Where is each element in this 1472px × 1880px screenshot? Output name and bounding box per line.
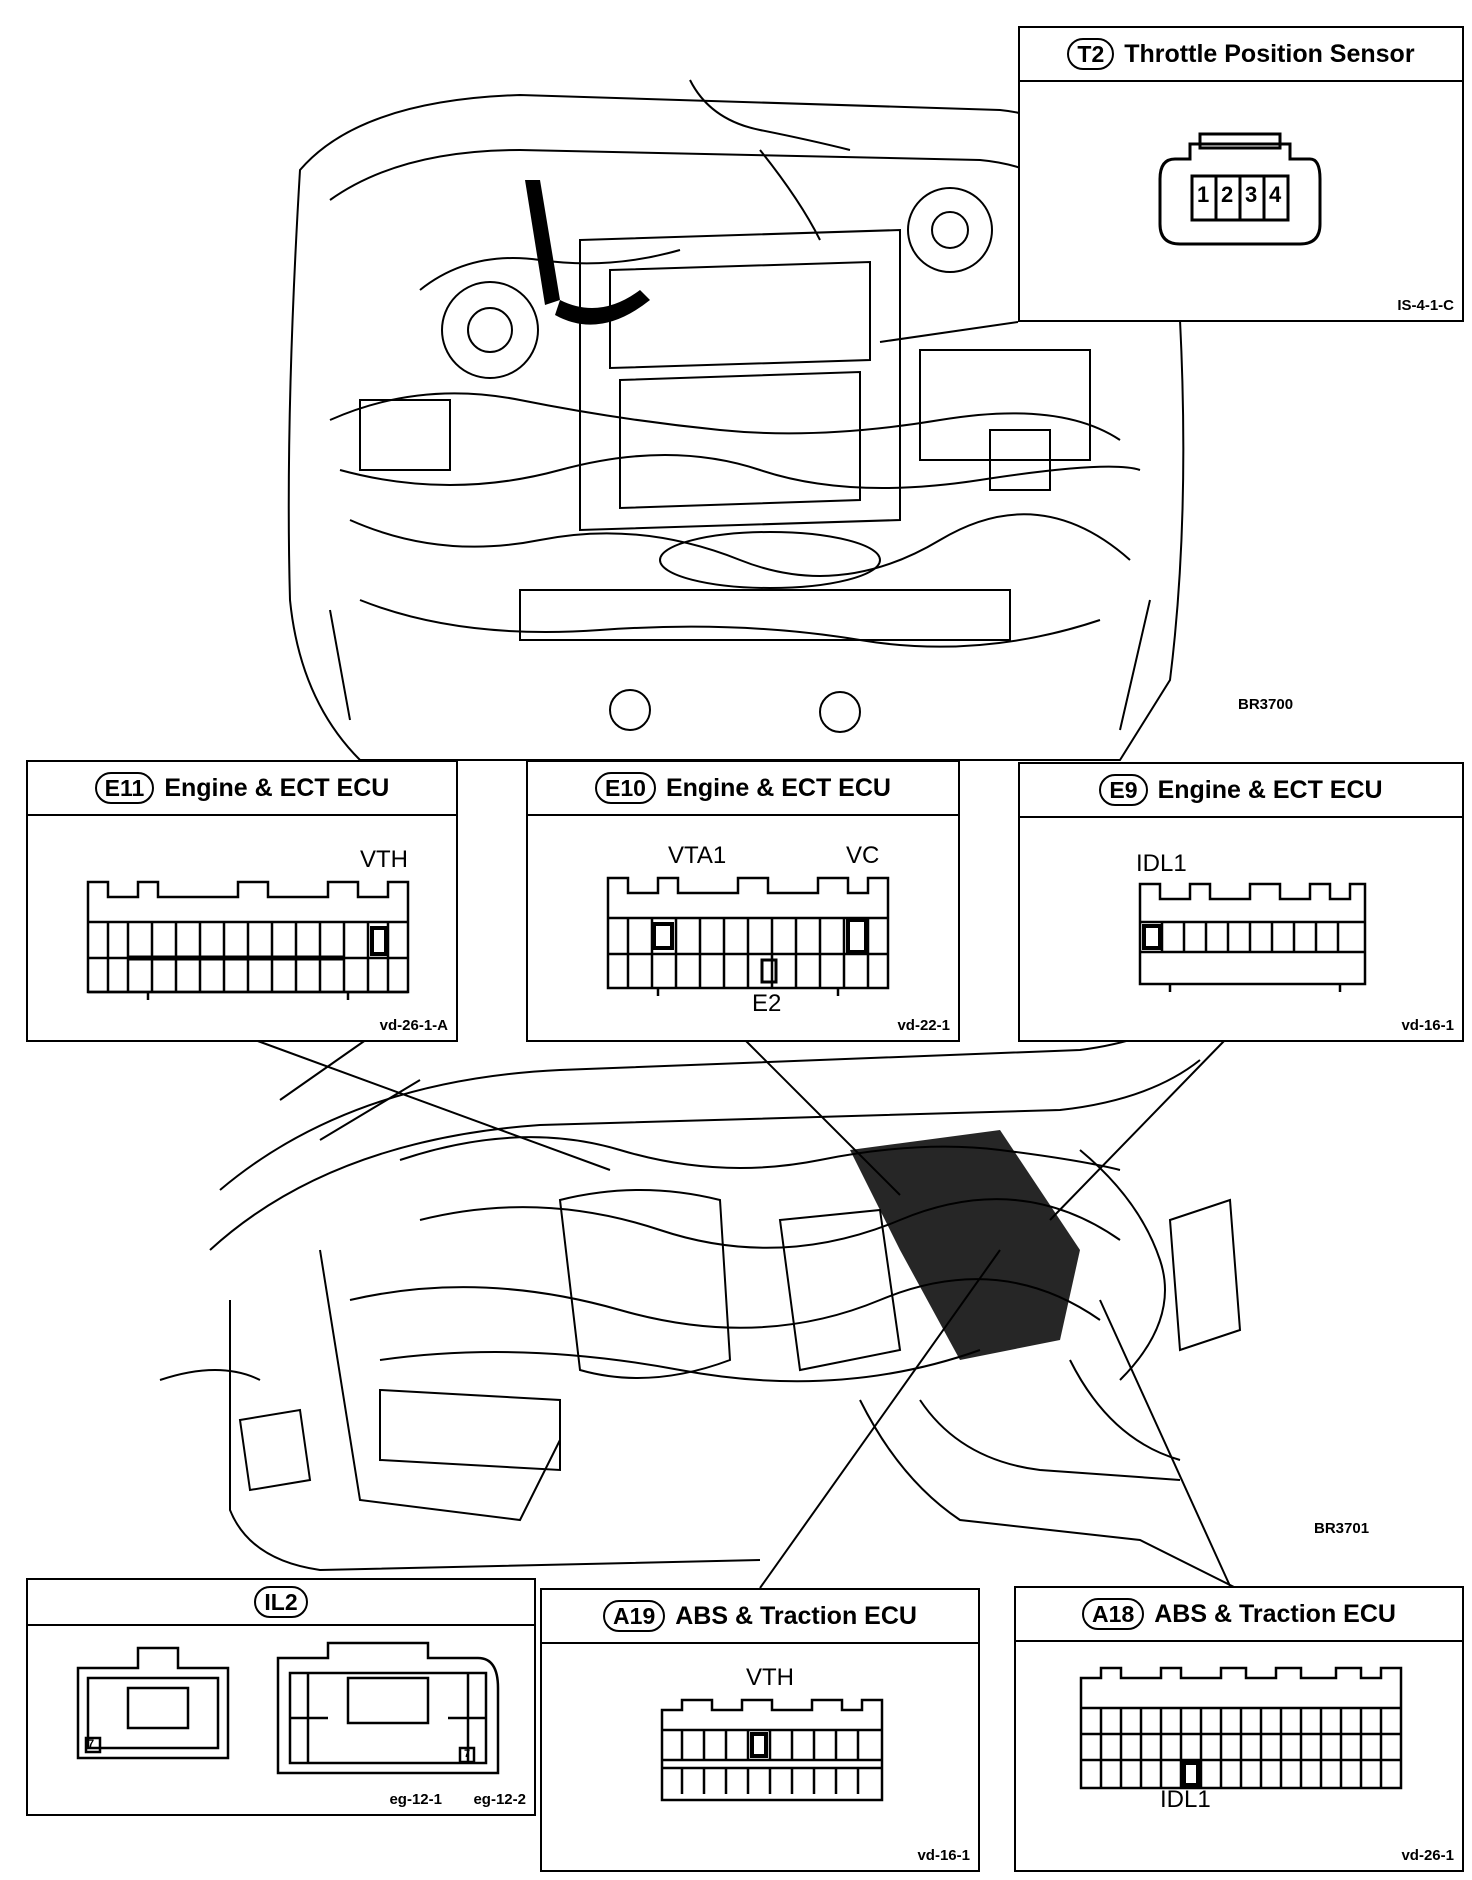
connector-box-e10: E10 Engine & ECT ECU VTA1 VC E2 vd-22-1: [526, 760, 960, 1042]
connector-code: A19: [603, 1600, 666, 1632]
pin-label-vth: VTH: [746, 1664, 794, 1691]
connector-header: A18 ABS & Traction ECU: [1016, 1588, 1462, 1642]
connector-ref-1: eg-12-1: [389, 1791, 442, 1808]
connector-name: Engine & ECT ECU: [164, 773, 390, 802]
leader-lines: [254, 321, 1231, 1589]
il2-connector-faces: [76, 1641, 500, 1775]
connector-header: E9 Engine & ECT ECU: [1020, 764, 1462, 818]
engine-bay-drawing: [287, 79, 1185, 761]
pin-label-vth: VTH: [360, 846, 408, 873]
connector-header: E11 Engine & ECT ECU: [28, 762, 456, 816]
il2-pin-mark-left: 7: [88, 1738, 95, 1750]
connector-header: IL2: [28, 1580, 534, 1626]
connector-ref: vd-16-1: [917, 1847, 970, 1864]
connector-code: T2: [1067, 38, 1115, 70]
t2-pin-1: 1: [1197, 182, 1210, 207]
connector-box-e9: E9 Engine & ECT ECU IDL1 vd-16-1: [1018, 762, 1464, 1042]
connector-ref: vd-26-1: [1401, 1847, 1454, 1864]
engine-harness-black: [525, 180, 650, 325]
t2-connector-face: [1158, 132, 1322, 246]
figure-code-top: BR3700: [1238, 696, 1294, 713]
t2-pin-2: 2: [1221, 182, 1234, 207]
connector-code: A18: [1082, 1598, 1145, 1630]
t2-pin-3: 3: [1245, 182, 1258, 207]
connector-box-il2: IL2 7 7 eg-12-1 eg-12-2: [26, 1578, 536, 1816]
dashboard-drawing: [159, 999, 1261, 1601]
pin-label-idl1: IDL1: [1160, 1786, 1211, 1813]
connector-box-t2: T2 Throttle Position Sensor 1 2 3 4 IS-4…: [1018, 26, 1464, 322]
connector-code: IL2: [254, 1586, 308, 1618]
connector-name: Engine & ECT ECU: [1157, 775, 1383, 804]
dash-harness-black: [850, 1130, 1080, 1360]
connector-box-e11: E11 Engine & ECT ECU VTH vd-26-1-A: [26, 760, 458, 1042]
connector-ref: vd-22-1: [897, 1017, 950, 1034]
figure-code-bottom: BR3701: [1314, 1520, 1370, 1537]
t2-pin-4: 4: [1269, 182, 1282, 207]
il2-pin-mark-right: 7: [464, 1748, 471, 1760]
pin-label-idl1: IDL1: [1136, 850, 1187, 877]
connector-name: ABS & Traction ECU: [675, 1601, 917, 1630]
e9-connector-face: [1138, 882, 1367, 992]
pin-label-vta1: VTA1: [668, 842, 727, 869]
pin-label-vc: VC: [846, 842, 880, 869]
connector-ref: IS-4-1-C: [1397, 297, 1454, 314]
connector-name: Throttle Position Sensor: [1124, 39, 1415, 68]
connector-code: E9: [1099, 774, 1148, 806]
connector-ref: vd-26-1-A: [379, 1017, 448, 1034]
e11-connector-face: [86, 880, 410, 1000]
connector-name: ABS & Traction ECU: [1154, 1599, 1396, 1628]
pin-label-e2: E2: [752, 990, 782, 1017]
connector-ref-2: eg-12-2: [473, 1791, 526, 1808]
connector-header: A19 ABS & Traction ECU: [542, 1590, 978, 1644]
connector-header: T2 Throttle Position Sensor: [1020, 28, 1462, 82]
connector-name: Engine & ECT ECU: [665, 773, 891, 802]
connector-ref: vd-16-1: [1401, 1017, 1454, 1034]
connector-code: E11: [94, 772, 155, 804]
connector-code: E10: [595, 772, 656, 804]
connector-header: E10 Engine & ECT ECU: [528, 762, 958, 816]
connector-box-a18: A18 ABS & Traction ECU IDL1 vd-26-1: [1014, 1586, 1464, 1872]
e10-connector-face: [606, 876, 890, 996]
connector-box-a19: A19 ABS & Traction ECU VTH vd-16-1: [540, 1588, 980, 1872]
a18-connector-face: [1079, 1666, 1403, 1790]
a19-connector-face: [660, 1698, 884, 1802]
